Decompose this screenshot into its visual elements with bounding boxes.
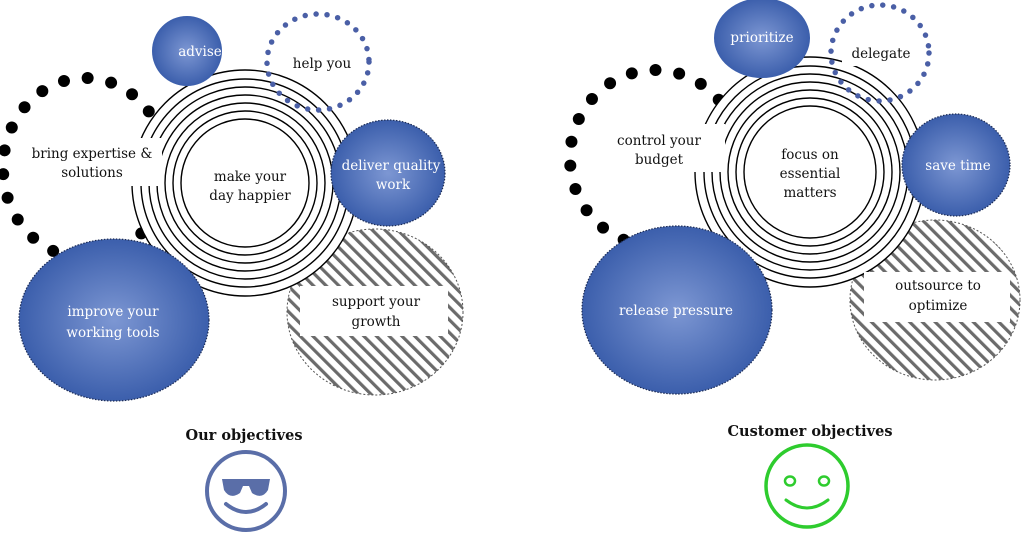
right-diagram	[564, 0, 1021, 395]
sunglasses-smiley-icon	[205, 450, 287, 532]
delegate-label-box	[842, 42, 918, 66]
center-right-label-2: essential	[780, 166, 841, 182]
expertise-label-1: bring expertise &	[32, 146, 153, 162]
budget-label-box	[597, 124, 725, 172]
budget-label-1: control your	[617, 133, 701, 149]
deliver-label-2: work	[376, 177, 411, 193]
growth-label-box	[300, 286, 448, 336]
center-rings	[131, 69, 359, 297]
deliver-bubble	[330, 119, 446, 227]
right-labels: prioritize delegate control your budget …	[617, 30, 991, 440]
center-label-1: make your	[214, 169, 287, 185]
advise-label: advise	[178, 44, 222, 60]
outsource-label-1: outsource to	[895, 278, 981, 294]
expertise-label-2: solutions	[61, 165, 123, 181]
tools-label-2: working tools	[66, 325, 159, 341]
center-right-label-3: matters	[783, 185, 836, 201]
center-label-2: day happier	[209, 188, 291, 204]
deliver-label-1: deliver quality	[342, 158, 441, 174]
left-labels: advise help you bring expertise & soluti…	[32, 44, 441, 444]
pressure-bubble	[581, 225, 773, 395]
prioritize-bubble	[714, 0, 810, 78]
help-you-label-box	[285, 52, 355, 76]
smiley-icon	[764, 443, 850, 529]
center-right-label-1: focus on	[781, 147, 839, 163]
save-time-label: save time	[925, 158, 990, 174]
delegate-label: delegate	[851, 46, 910, 62]
help-you-label: help you	[293, 56, 352, 72]
advise-bubble	[152, 16, 222, 86]
pressure-label: release pressure	[619, 303, 733, 319]
budget-label-2: budget	[635, 152, 684, 168]
tools-label-1: improve your	[67, 304, 159, 320]
tools-bubble	[18, 238, 210, 402]
growth-label-1: support your	[332, 294, 421, 310]
left-diagram	[0, 11, 464, 402]
right-title: Customer objectives	[727, 423, 892, 440]
expertise-label-box	[24, 138, 162, 186]
left-title: Our objectives	[186, 427, 303, 444]
prioritize-label: prioritize	[730, 30, 793, 46]
save-time-bubble	[901, 113, 1011, 217]
center-rings-right	[694, 56, 926, 288]
outsource-label-box	[864, 272, 1010, 322]
help-you-bubble	[264, 11, 372, 113]
outsource-label-2: optimize	[909, 298, 968, 314]
growth-label-2: growth	[352, 314, 401, 330]
delegate-bubble	[828, 2, 932, 104]
